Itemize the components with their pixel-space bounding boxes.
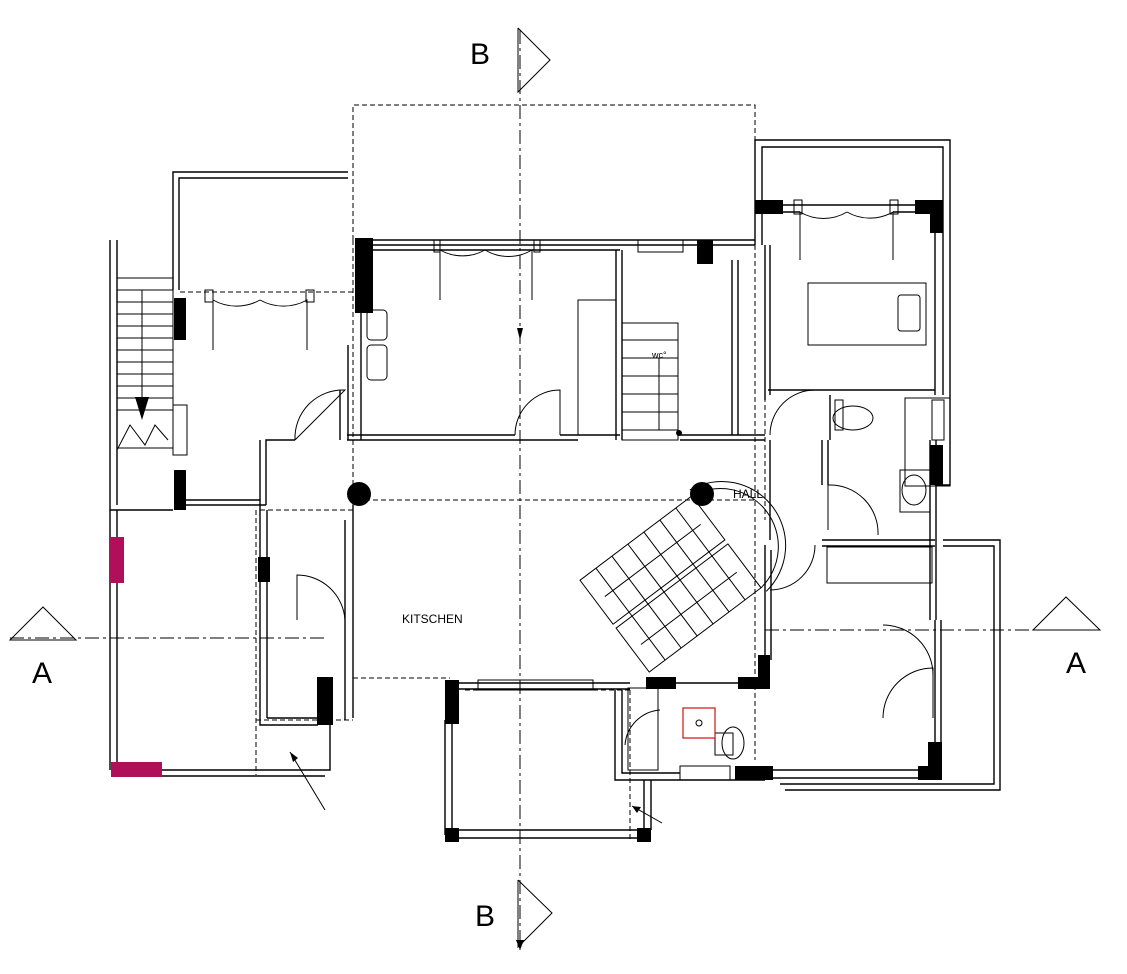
- hall-label: HALL: [733, 487, 763, 501]
- kitchen-label: KITSCHEN: [402, 612, 463, 626]
- staircase-left: [116, 277, 174, 451]
- dashed-outlines: [180, 104, 766, 840]
- structural-columns: [110, 200, 943, 842]
- pink-wall-marker-2: [111, 762, 162, 777]
- section-label-b-bottom: B: [475, 900, 495, 933]
- pink-wall-marker-1: [110, 537, 124, 583]
- staircase-wc: wc°: [577, 299, 682, 441]
- wc-label: wc°: [651, 350, 667, 360]
- red-basin: [682, 707, 716, 739]
- section-label-a-right: A: [1066, 647, 1086, 680]
- doors: [212, 211, 934, 746]
- staircase-curved: [579, 480, 787, 673]
- section-label-a-left: A: [32, 657, 52, 690]
- walls: [109, 139, 1001, 839]
- windows: [172, 199, 951, 781]
- section-marker-a-right: A: [1031, 596, 1102, 680]
- section-marker-a-left: A: [8, 606, 78, 690]
- entry-arrows: [289, 328, 663, 824]
- section-label-b-top: B: [470, 38, 490, 71]
- section-marker-b-bottom: B: [475, 879, 553, 950]
- fixtures: [366, 282, 933, 771]
- section-marker-b-top: B: [470, 27, 551, 94]
